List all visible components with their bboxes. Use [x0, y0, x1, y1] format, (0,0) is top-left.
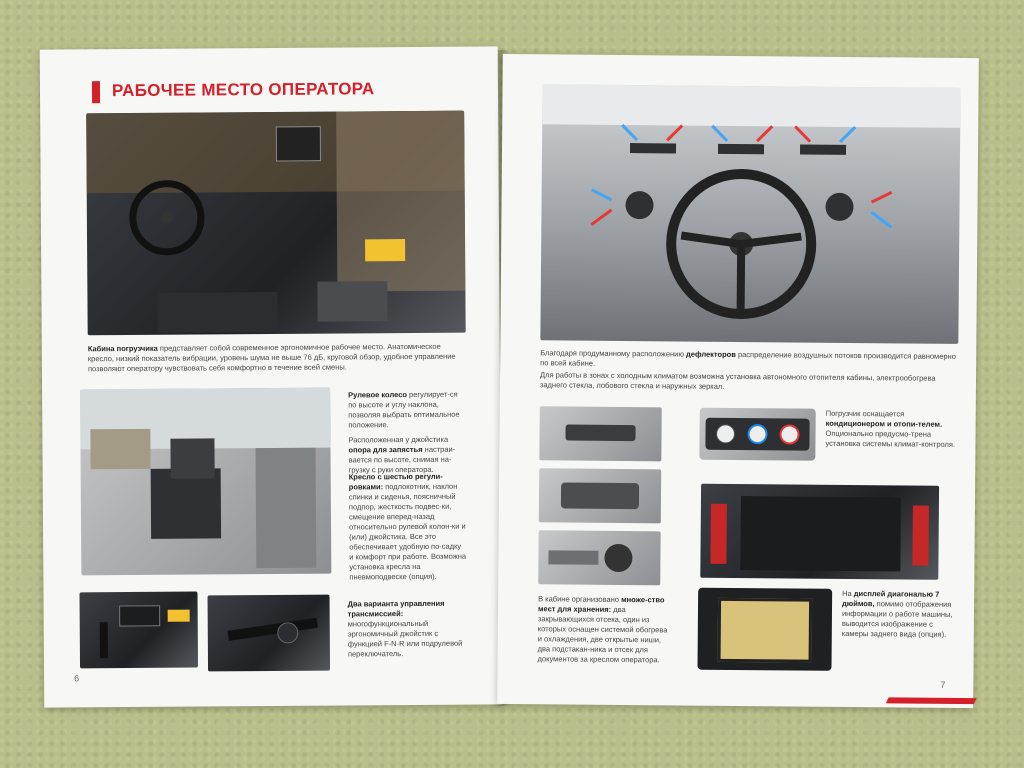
steering-wheel-icon: [86, 110, 466, 333]
climate-paragraph: Погрузчик оснащается кондиционером и ото…: [825, 408, 956, 449]
column-switch-photo: [207, 594, 331, 672]
display-unit: [697, 587, 833, 671]
seat-drawing: [80, 387, 331, 569]
cup-holder-icon: [548, 543, 633, 572]
cabin-interior-photo: [86, 110, 466, 336]
joystick-panel-photo: [79, 591, 199, 669]
radiator-photo: [700, 483, 940, 580]
cold-climate-paragraph: Для работы в зонах с холодным климатом в…: [539, 370, 936, 391]
radiator-grille-icon: [710, 496, 929, 572]
wheel-paragraph: Рулевое колесо регулирует-ся по высоте и…: [348, 389, 460, 430]
seat-photo: [80, 387, 332, 576]
tray-icon: [560, 482, 640, 510]
compartment-icon: [565, 424, 636, 442]
right-page: Благодаря продуманному расположению дефл…: [497, 53, 979, 709]
joystick-icon: [99, 605, 190, 659]
deflector-paragraph: Благодаря продуманному расположению дефл…: [540, 348, 956, 368]
wrist-rest-paragraph: Расположенная у джойстика опора для запя…: [348, 434, 456, 475]
page-number-left: 6: [74, 673, 80, 684]
transmission-paragraph: Два варианта управления трансмиссией: мн…: [347, 598, 463, 659]
climate-control-panel: [699, 407, 816, 461]
deflector-airflow-diagram: [542, 84, 961, 320]
display-paragraph: На дисплей диагональю 7 дюймов, помимо о…: [841, 588, 953, 639]
page-heading: РАБОЧЕЕ МЕСТО ОПЕРАТОРА: [111, 79, 375, 101]
cup-holder-photo: [538, 530, 661, 586]
page-number-right: 7: [940, 679, 946, 690]
left-page: РАБОЧЕЕ МЕСТО ОПЕРАТОРА Кабина погрузчик…: [39, 46, 503, 708]
seat-paragraph: Кресло с шестью регули-ровками: подлокот…: [348, 471, 467, 582]
corner-accent-strip: [885, 697, 977, 705]
rear-camera-screen: [717, 597, 813, 663]
storage-compartment-photo-1: [539, 406, 662, 462]
storage-paragraph: В кабине организовано множе-ство мест дл…: [537, 594, 668, 665]
title-accent-bar: [91, 81, 101, 104]
intro-paragraph: Кабина погрузчика представляет собой сов…: [87, 341, 456, 374]
storage-compartment-photo-2: [538, 468, 662, 524]
deflector-cabin-photo: [540, 84, 961, 344]
column-switch-icon: [227, 617, 318, 644]
climate-knobs-icon: [705, 417, 810, 451]
